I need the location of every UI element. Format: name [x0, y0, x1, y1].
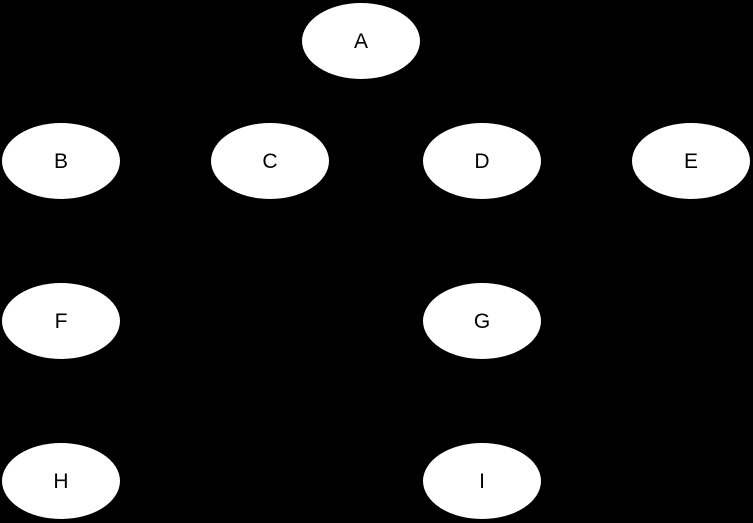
- graph-node-D: D: [423, 123, 541, 199]
- graph-node-I: I: [423, 443, 541, 519]
- graph-node-label: C: [262, 149, 278, 173]
- graph-node-label: E: [683, 149, 698, 173]
- graph-node-label: B: [53, 149, 68, 173]
- graph-node-C: C: [211, 123, 329, 199]
- graph-node-label: D: [474, 149, 490, 173]
- graph-node-F: F: [2, 283, 120, 359]
- graph-node-B: B: [2, 123, 120, 199]
- graph-node-E: E: [632, 123, 750, 199]
- graph-node-G: G: [423, 283, 541, 359]
- graph-node-label: G: [473, 309, 491, 333]
- graph-node-label: I: [479, 469, 485, 493]
- graph-node-label: A: [353, 29, 368, 53]
- graph-node-H: H: [2, 443, 120, 519]
- graph-node-label: H: [53, 469, 69, 493]
- graph-node-label: F: [54, 309, 68, 333]
- graph-node-A: A: [302, 3, 420, 79]
